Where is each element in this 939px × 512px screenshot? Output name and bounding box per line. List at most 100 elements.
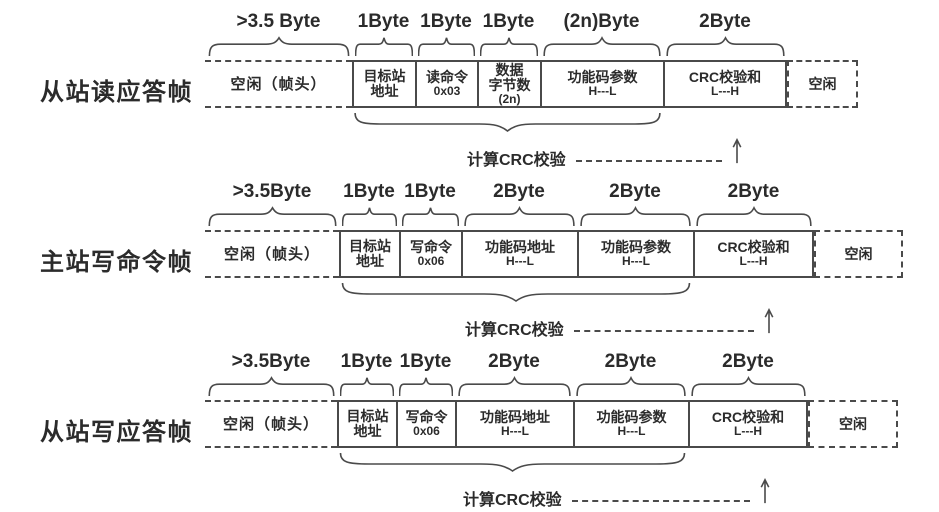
- byte-size-label: 2Byte: [727, 181, 780, 202]
- field-label: 功能码地址: [485, 239, 555, 255]
- field-sub-label: (2n): [498, 91, 521, 106]
- byte-size-label: 1Byte: [399, 351, 452, 372]
- field-box: 功能码参数 H---L: [577, 230, 693, 278]
- field-sub-label: 0x06: [413, 424, 440, 438]
- overbrace-icon: [418, 36, 475, 56]
- byte-size-label: 1Byte: [340, 351, 393, 372]
- field-sub-label: L---H: [739, 254, 768, 268]
- frame-slave-write-response: 从站写应答帧 >3.5Byte 空闲（帧头） 1Byte 目标站 地址: [0, 340, 939, 510]
- field-sub-label: 0x03: [433, 84, 461, 98]
- field-label: 功能码参数: [601, 239, 671, 255]
- field-box: 写命令 0x06: [396, 400, 455, 448]
- byte-size-label: 2Byte: [699, 11, 751, 32]
- overbrace-icon: [458, 376, 571, 396]
- field-column-idle-header: >3.5Byte 空闲（帧头）: [205, 182, 339, 278]
- field-box: 空闲（帧头）: [205, 60, 352, 108]
- field-label: 空闲: [839, 415, 867, 432]
- field-column-idle-header: >3.5 Byte 空闲（帧头）: [205, 12, 352, 108]
- field-column-read-command: 1Byte 读命令 0x03: [415, 12, 477, 108]
- field-box: 目标站 地址: [337, 400, 396, 448]
- overbrace-icon: [696, 206, 812, 226]
- dashed-connector: [573, 330, 754, 332]
- byte-size-label: 2Byte: [604, 351, 657, 372]
- frame-diagram: >3.5Byte 空闲（帧头） 1Byte 目标站 地址 1Byte: [205, 182, 903, 339]
- byte-size-label: 2Byte: [609, 181, 661, 202]
- field-sub-label: L---H: [711, 84, 739, 98]
- field-label: 目标站 地址: [363, 68, 406, 99]
- field-label: 目标站 地址: [349, 238, 391, 269]
- frame-diagram: >3.5Byte 空闲（帧头） 1Byte 目标站 地址 1Byte: [205, 351, 898, 509]
- overbrace-icon: [543, 36, 661, 56]
- byte-size-label: 1Byte: [343, 181, 395, 202]
- overbrace-icon: [208, 36, 350, 56]
- field-label: 空闲（帧头）: [222, 415, 319, 433]
- frame-master-write-command: 主站写命令帧 >3.5Byte 空闲（帧头） 1Byte 目标站 地址: [0, 170, 939, 340]
- field-column-write-command: 1Byte 写命令 0x06: [396, 352, 455, 448]
- up-arrow-icon: [730, 136, 744, 164]
- crc-annotation-label: 计算CRC校验: [467, 152, 566, 169]
- field-column-data-byte-count: 1Byte 数据 字节数 (2n): [477, 12, 540, 108]
- overbrace-icon: [402, 206, 459, 226]
- field-sub-label: H---L: [588, 84, 617, 98]
- frame-diagram: >3.5 Byte 空闲（帧头） 1Byte 目标站 地址 1Byte: [205, 12, 858, 169]
- byte-size-label: 1Byte: [357, 11, 410, 32]
- field-column-target-address: 1Byte 目标站 地址: [337, 352, 396, 448]
- field-box: 功能码参数 H---L: [540, 60, 663, 108]
- field-label: 功能码参数: [567, 69, 638, 85]
- byte-size-label: 2Byte: [722, 351, 774, 372]
- field-column-target-address: 1Byte 目标站 地址: [352, 12, 415, 108]
- field-row: >3.5Byte 空闲（帧头） 1Byte 目标站 地址 1Byte: [205, 182, 903, 278]
- field-label: 功能码参数: [596, 409, 667, 425]
- up-arrow-icon: [758, 476, 772, 504]
- field-column-function-params: 2Byte 功能码参数 H---L: [577, 182, 693, 278]
- field-column-function-params: 2Byte 功能码参数 H---L: [573, 352, 688, 448]
- field-label: CRC校验和: [717, 239, 790, 255]
- overbrace-icon: [399, 376, 453, 396]
- field-box: 读命令 0x03: [415, 60, 477, 108]
- field-box: 空闲: [814, 230, 903, 278]
- crc-annotation: 计算CRC校验: [465, 320, 776, 342]
- field-label: 空闲（帧头）: [223, 245, 320, 263]
- field-box: 空闲（帧头）: [205, 230, 339, 278]
- frame-title: 从站写应答帧: [40, 419, 193, 446]
- field-box: CRC校验和 L---H: [688, 400, 808, 448]
- field-column-crc-checksum: 2Byte CRC校验和 L---H: [663, 12, 787, 108]
- overbrace-icon: [480, 36, 538, 56]
- up-arrow-icon: [762, 306, 776, 334]
- field-box: 空闲: [808, 400, 898, 448]
- crc-annotation-label: 计算CRC校验: [463, 492, 562, 509]
- byte-size-label: >3.5 Byte: [236, 11, 321, 32]
- overbrace-icon: [340, 376, 394, 396]
- frame-title: 从站读应答帧: [40, 79, 193, 106]
- underbrace-icon: [352, 113, 663, 133]
- field-box: 空闲: [787, 60, 858, 108]
- field-sub-label: H---L: [501, 424, 529, 438]
- underbrace-icon: [337, 453, 688, 473]
- overbrace-icon: [342, 206, 397, 226]
- field-label: 功能码地址: [480, 409, 550, 425]
- underbrace-icon: [339, 283, 693, 303]
- field-box: 目标站 地址: [339, 230, 399, 278]
- byte-size-label: 1Byte: [482, 11, 535, 32]
- field-column-function-params: (2n)Byte 功能码参数 H---L: [540, 12, 663, 108]
- frame-slave-read-response: 从站读应答帧 >3.5 Byte 空闲（帧头） 1Byte 目标站 地址: [0, 0, 939, 170]
- byte-size-label: (2n)Byte: [563, 11, 640, 32]
- field-sub-label: 0x06: [417, 254, 445, 268]
- field-column-crc-checksum: 2Byte CRC校验和 L---H: [693, 182, 814, 278]
- field-column-idle-tail: 空闲: [814, 182, 903, 278]
- dashed-connector: [575, 160, 722, 162]
- overbrace-icon: [464, 206, 575, 226]
- frame-title: 主站写命令帧: [40, 249, 193, 276]
- byte-size-label: 2Byte: [493, 181, 545, 202]
- field-label: 空闲（帧头）: [230, 75, 327, 93]
- field-sub-label: H---L: [622, 254, 650, 268]
- byte-size-label: 2Byte: [488, 351, 540, 372]
- field-box: 目标站 地址: [352, 60, 415, 108]
- field-column-target-address: 1Byte 目标站 地址: [339, 182, 399, 278]
- field-box: 空闲（帧头）: [205, 400, 337, 448]
- field-box: 功能码地址 H---L: [455, 400, 573, 448]
- field-label: 写命令: [405, 409, 448, 425]
- field-box: 功能码地址 H---L: [461, 230, 577, 278]
- overbrace-icon: [208, 206, 337, 226]
- crc-annotation-label: 计算CRC校验: [465, 322, 564, 339]
